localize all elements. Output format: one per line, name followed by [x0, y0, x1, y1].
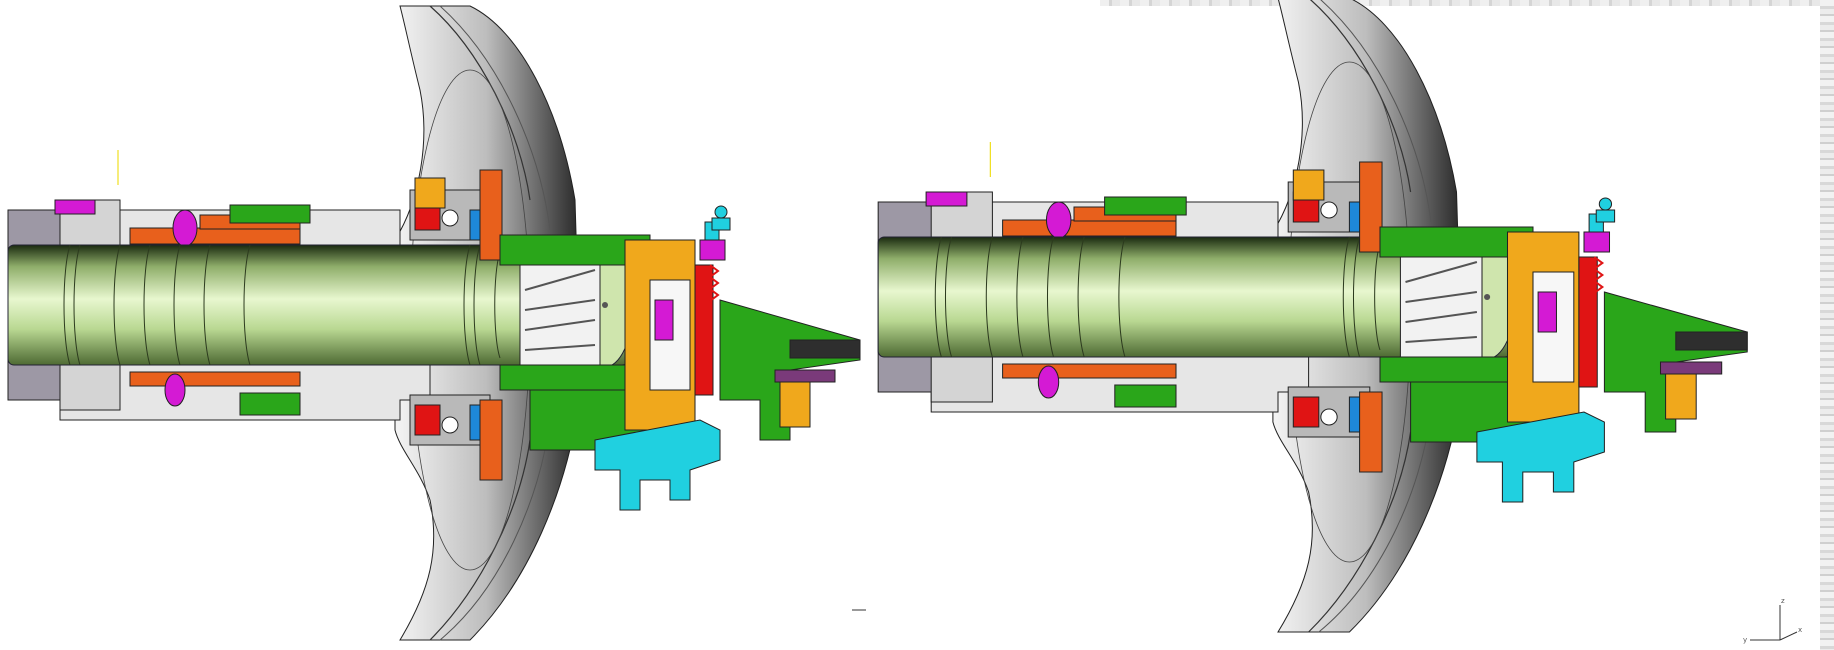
- view-right[interactable]: [877, 0, 1749, 634]
- marble-texture-strip: [1100, 0, 1834, 6]
- axis-label-x: x: [1798, 626, 1802, 634]
- axis-label-y: y: [1743, 636, 1747, 644]
- marble-texture-edge: [1820, 0, 1834, 650]
- axis-label-z: z: [1781, 597, 1785, 605]
- axis-triad-icon: z y x: [1743, 597, 1802, 644]
- view-left[interactable]: [7, 5, 866, 641]
